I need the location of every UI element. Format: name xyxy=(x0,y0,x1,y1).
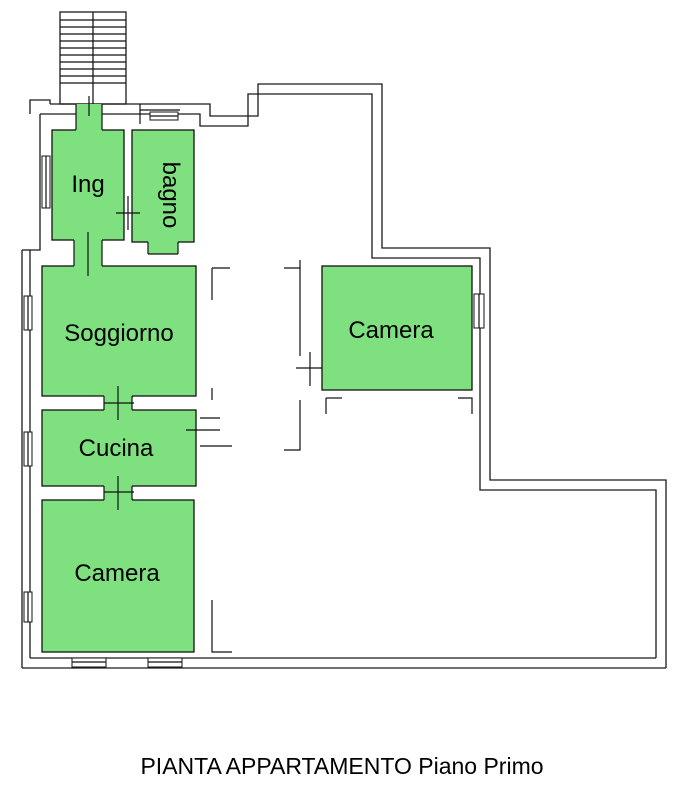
room-ingresso xyxy=(51,129,125,241)
rooms xyxy=(41,104,473,653)
label-camera-2: Camera xyxy=(348,317,434,344)
room-camera-2 xyxy=(321,265,473,391)
label-bagno: bagno xyxy=(157,162,184,229)
door-marks xyxy=(87,96,311,510)
room-bagno xyxy=(131,129,195,243)
floor-plan: Ing bagno Soggiorno Cucina Camera Camera xyxy=(21,11,667,669)
room-soggiorno xyxy=(41,265,197,397)
label-ingresso: Ing xyxy=(71,171,104,198)
plan-caption: PIANTA APPARTAMENTO Piano Primo xyxy=(140,753,544,779)
label-camera-1: Camera xyxy=(74,560,160,587)
windows xyxy=(23,111,485,668)
staircase xyxy=(59,11,127,105)
room-camera-1 xyxy=(41,499,195,653)
room-cucina xyxy=(41,409,197,487)
connector-bagno xyxy=(148,240,178,254)
label-soggiorno: Soggiorno xyxy=(64,320,173,347)
apartment-walls xyxy=(21,83,667,669)
label-cucina: Cucina xyxy=(79,435,154,462)
